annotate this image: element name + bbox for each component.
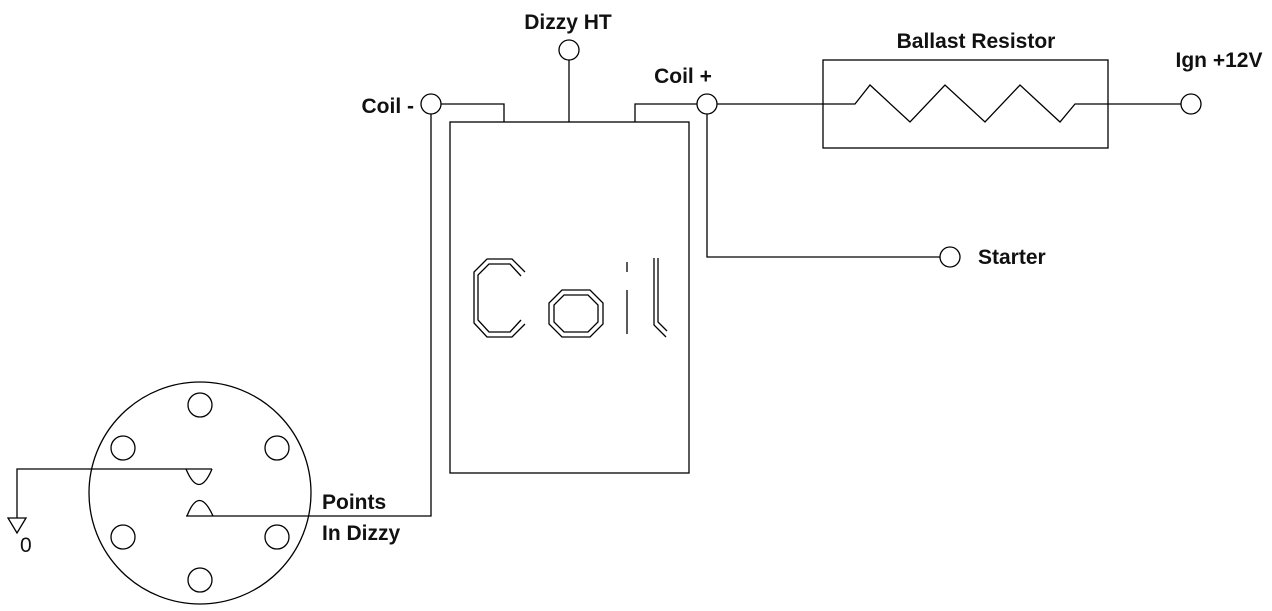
wire [634, 103, 697, 122]
wire [706, 114, 940, 258]
ign-label: Ign +12V [1176, 49, 1263, 72]
wire [16, 468, 212, 518]
ground-icon [6, 517, 28, 535]
ign-terminal [1180, 93, 1202, 115]
dizzy-ht-terminal [558, 39, 580, 61]
points-label-line2: In Dizzy [322, 522, 400, 545]
coil-plus-terminal [696, 93, 718, 115]
coil-plus-label: Coil + [654, 65, 712, 88]
coil-minus-label: Coil - [362, 95, 415, 118]
wire [186, 114, 432, 517]
coil-minus-terminal [420, 93, 442, 115]
points-contact-upper [185, 468, 213, 486]
distributor-contacts [110, 392, 290, 593]
distributor-cap [88, 381, 312, 605]
ground-label: 0 [20, 534, 32, 557]
starter-label: Starter [978, 246, 1046, 269]
ballast-resistor-label: Ballast Resistor [897, 30, 1056, 53]
wire [441, 103, 505, 122]
starter-terminal [939, 246, 961, 268]
points-contact-lower [186, 499, 214, 517]
coil-body-lettering [473, 258, 668, 338]
points-label-line1: Points [322, 491, 386, 514]
coil-body [449, 121, 690, 474]
resistor-zigzag [823, 84, 1108, 123]
dizzy-ht-label: Dizzy HT [524, 11, 612, 34]
